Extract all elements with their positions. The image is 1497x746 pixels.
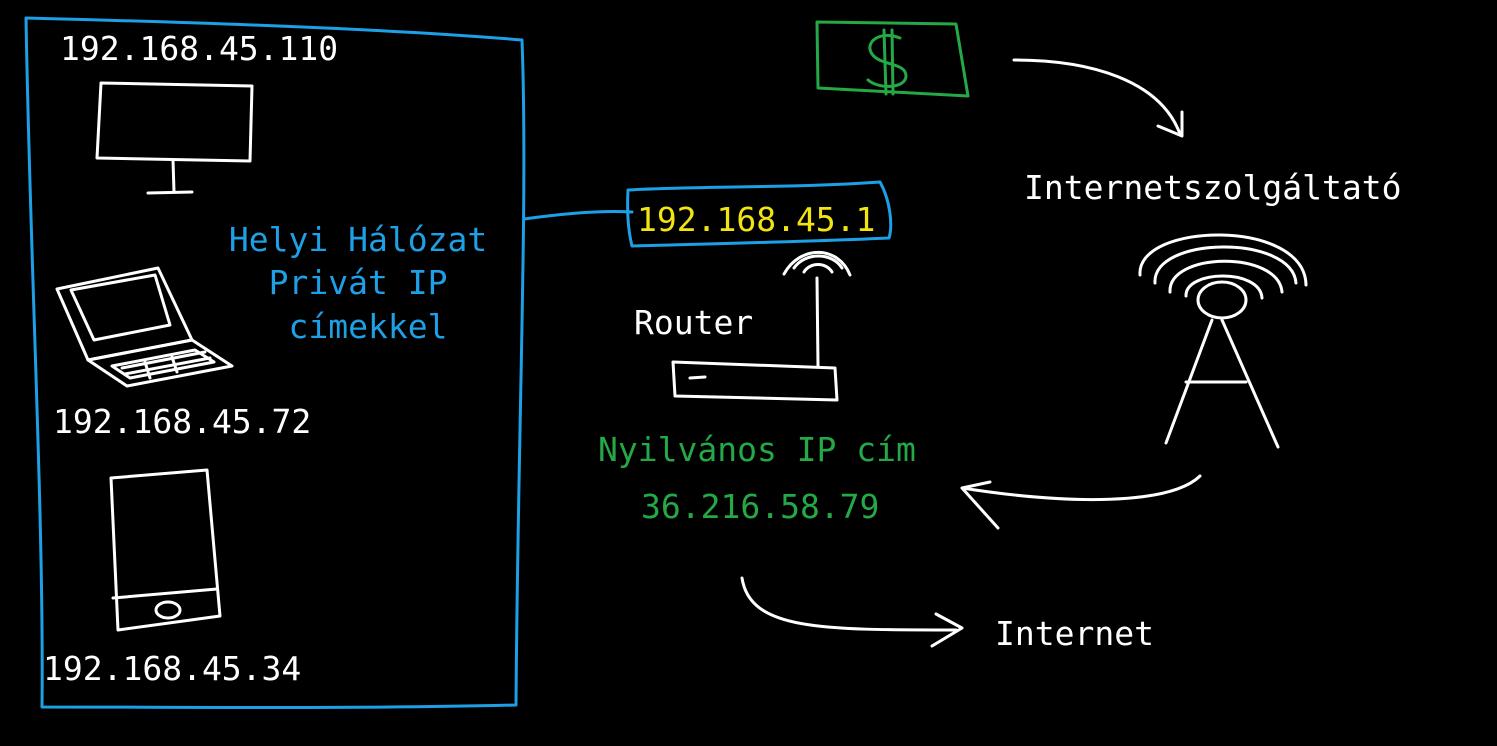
- device-ip-tablet: 192.168.45.34: [43, 649, 301, 688]
- tablet-icon: [109, 468, 222, 632]
- gateway-ip: 192.168.45.1: [637, 200, 875, 239]
- lan-gateway-link: [522, 209, 634, 221]
- lan-boundary: [24, 16, 526, 709]
- dollar-bill-icon: [815, 20, 970, 98]
- public-ip-label: Nyilvános IP cím: [598, 430, 916, 469]
- payment-arrow: [1012, 58, 1184, 138]
- laptop-icon: [55, 266, 234, 388]
- internet-arrow: [740, 576, 964, 648]
- lan-title-line-3: címekkel: [289, 307, 448, 346]
- device-ip-monitor: 192.168.45.110: [60, 29, 338, 68]
- isp-return-arrow: [960, 474, 1202, 530]
- lan-title-line-2: Privát IP: [269, 263, 448, 302]
- gateway-box: [626, 180, 893, 248]
- lan-title-line-1: Helyi Hálózat: [229, 220, 487, 259]
- antenna-tower-icon: [1138, 233, 1308, 449]
- lan-title: Helyi Hálózat Privát IP címekkel: [229, 220, 507, 346]
- router-icon: [671, 251, 852, 402]
- device-ip-laptop: 192.168.45.72: [53, 402, 311, 441]
- router-label: Router: [634, 303, 753, 342]
- isp-label: Internetszolgáltató: [1024, 168, 1402, 207]
- public-ip-value: 36.216.58.79: [641, 487, 879, 526]
- monitor-icon: [95, 81, 254, 195]
- internet-label: Internet: [995, 614, 1154, 653]
